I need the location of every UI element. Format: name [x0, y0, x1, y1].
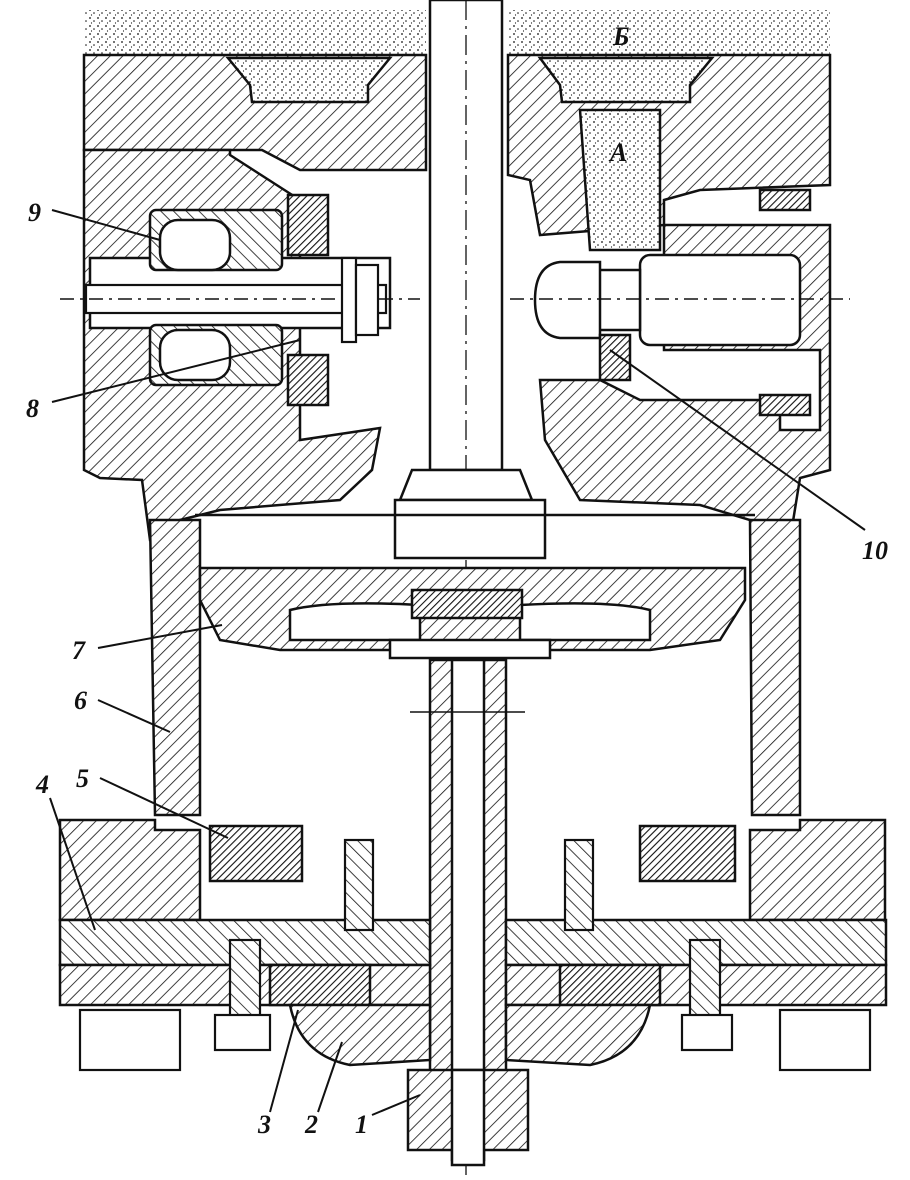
callout-5: 5: [76, 764, 89, 793]
callout-9: 9: [28, 198, 41, 227]
central-shaft: [393, 0, 547, 1180]
callout-8: 8: [26, 394, 39, 423]
callout-10: 10: [862, 536, 888, 565]
callout-4: 4: [36, 770, 49, 799]
horizontal-axle-left: [60, 256, 420, 344]
impeller: [198, 566, 747, 660]
callout-6: 6: [74, 686, 87, 715]
leader-lines: [49, 209, 866, 1116]
callout-1: 1: [355, 1110, 368, 1139]
zone-label-a: А: [610, 138, 628, 167]
callout-7: 7: [72, 636, 85, 665]
upper-housing-right: [506, 53, 850, 542]
callout-3: 3: [258, 1110, 271, 1139]
fasteners: [78, 838, 872, 1072]
callout-2: 2: [305, 1110, 318, 1139]
soil-layer: [84, 10, 830, 55]
upper-housing-left: [82, 53, 428, 542]
lower-cover: [288, 1003, 652, 1167]
zone-label-b: Б: [613, 22, 630, 51]
body-walls: [148, 513, 802, 817]
